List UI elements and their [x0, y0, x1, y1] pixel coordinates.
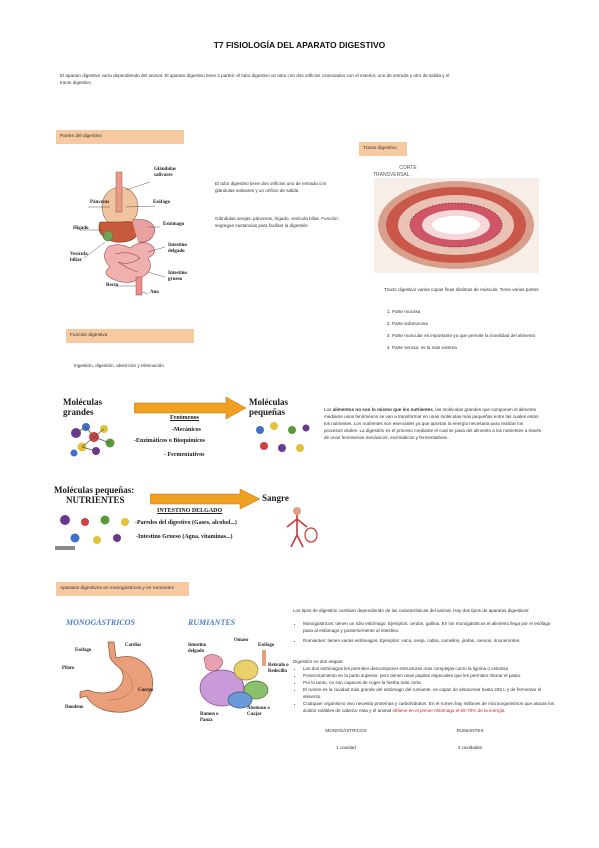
label-glandulas: Glándulas salivares [154, 167, 176, 178]
corte-label: CORTE [399, 165, 417, 171]
fenomeno-item: -Enzimáticos o Bioquímicos [134, 438, 206, 444]
tracto-item: Parte muscular es importante ya que perm… [392, 332, 547, 339]
intestino-delgado-heading: INTESTINO DELGADO [157, 508, 223, 514]
label-higado: Hígado [73, 226, 89, 231]
etapas-title: Digestión en dos etapas: [293, 659, 344, 664]
intro-paragraph: El aparato digestivo varía dependiendo d… [60, 73, 450, 85]
tracto-item: Parte mucosa [392, 308, 547, 315]
tipos-digestion-intro: Los tipos de digestión cambian dependien… [293, 608, 530, 613]
section-header-funcion: Función digestiva [66, 329, 194, 343]
section-header-partes: Partes del digestivo [56, 130, 184, 144]
rum-label-esofago: Esófago [258, 643, 275, 648]
funcion-text: Ingestión, digestión, absorción y elimin… [74, 363, 164, 368]
rum-label-rumen: Rumen o Panza [200, 712, 219, 723]
intestino-grueso-item: -Intestino Grueso (Agua, vitaminas...) [136, 534, 233, 540]
transversal-label: TRANSVERSAL [373, 172, 410, 178]
monogastricos-title: MONOGÁSTRICOS [66, 618, 135, 627]
etapa-red-text: obtiene en el primer estómago el 65-70% … [392, 708, 505, 713]
moleculas-pequenas-label: Moléculas pequeñas [249, 397, 288, 417]
glandulas-anejas-text: Glándulas anejas: páncreas, hígado, vesí… [215, 216, 339, 228]
label-vesicula: Vesícula biliar [70, 252, 88, 263]
table-val-rumiantes: 4 cavidades [457, 745, 483, 750]
tubo-digestivo-text: El tubo digestivo tiene dos orificios un… [215, 181, 327, 193]
etapas-list: Los dos estómagos les permiten descompon… [293, 665, 555, 714]
tracto-item: Parte submucosa [392, 320, 547, 327]
mono-label-piloro: Píloro [62, 666, 75, 671]
etapa-item: Los dos estómagos les permiten descompon… [303, 665, 555, 672]
tracto-intro: Tracto digestivo varias capas finas dist… [384, 287, 539, 292]
section-header-tracto: Tracto digestivo [359, 142, 407, 156]
label-ano: Ano [150, 290, 159, 295]
mono-label-cardias: Cardias [125, 643, 142, 648]
ruminant-stomach-illustration [199, 650, 269, 709]
section-header-monogastricos: Aparatos digestivos en monogástricos y e… [56, 582, 189, 596]
nutrientes-label-1: Moléculas pequeñas: [54, 485, 135, 495]
rum-label-intestino: Intestino delgado [188, 643, 207, 654]
sangre-label: Sangre [262, 493, 289, 503]
fenomeno-item: - Fermentativos [164, 452, 205, 458]
small-molecules-icon [256, 422, 310, 452]
tracto-item: Parte serosa: es la más externa [392, 344, 547, 351]
corte-transversal-image [374, 178, 539, 273]
rum-label-reticulo: Retículo o Redecilla [268, 663, 289, 674]
arrow-icon [134, 397, 246, 419]
etapa-item: Por lo tanto, no son capaces de coger la… [303, 679, 555, 686]
paredes-item: -Paredes del digestivo (Gases, alcohol..… [135, 520, 237, 526]
table-val-monogastricos: 1 cavidad [336, 745, 356, 750]
digestive-system-illustration [80, 171, 166, 296]
label-estomago: Estómago [163, 222, 185, 227]
moleculas-grandes-label: Moléculas grandes [63, 397, 102, 417]
table-col-monogastricos: MONOGÁSTRICOS [325, 728, 367, 733]
arrow-icon [150, 489, 260, 509]
fenomeno-item: -Mecánicos [172, 427, 201, 433]
etapa-item: Cualquier organismo vivo necesita proteí… [303, 700, 555, 714]
label-recto: Recto [106, 283, 119, 288]
fenomenos-heading: Fenómenos [170, 415, 199, 421]
mono-label-duodeno: Duodeno [65, 705, 84, 710]
etapa-item: El rumen es la cavidad más grande del es… [303, 686, 555, 700]
tipos-digestion-list: Monogástricos: tienen un sólo estómago. … [293, 620, 555, 644]
tracto-list: Parte mucosa Parte submucosa Parte muscu… [382, 308, 547, 351]
page-title: T7 FISIOLOGÍA DEL APARATO DIGESTIVO [213, 40, 386, 50]
alimentos-paragraph: Los alimentos no son lo mismo que los nu… [324, 407, 542, 440]
monogastric-stomach-illustration [79, 641, 153, 713]
etapa-item: Posicionamiento en la parte superior, pe… [303, 672, 555, 679]
label-intestino-delgado: Intestino delgado [168, 243, 187, 254]
nutrientes-label-2: NUTRIENTES [66, 495, 125, 505]
rum-label-abomaso: Abomaso o Cuajar [247, 706, 270, 717]
rumiantes-title: RUMIANTES [188, 618, 236, 627]
alimentos-bold: alimentos no son lo mismo que los nutrie… [332, 407, 433, 412]
blood-vessels-icon [286, 507, 318, 548]
label-esofago: Esófago [153, 200, 170, 205]
mono-label-cuerpo: Cuerpo [138, 688, 154, 693]
large-molecules-icon [70, 423, 115, 457]
nutrient-molecules-icon [55, 515, 129, 550]
table-col-rumiantes: RUMIANTES [456, 728, 484, 733]
label-pancreas: Páncreas [90, 200, 110, 205]
label-intestino-grueso: Intestino grueso [168, 271, 187, 282]
mono-label-esofago: Esófago [75, 648, 92, 653]
rum-label-omaso: Omaso [234, 638, 249, 643]
tipo-item: Rumiantes: tienen varios estómagos. Ejem… [303, 637, 555, 644]
tipo-item: Monogástricos: tienen un sólo estómago. … [303, 620, 555, 634]
